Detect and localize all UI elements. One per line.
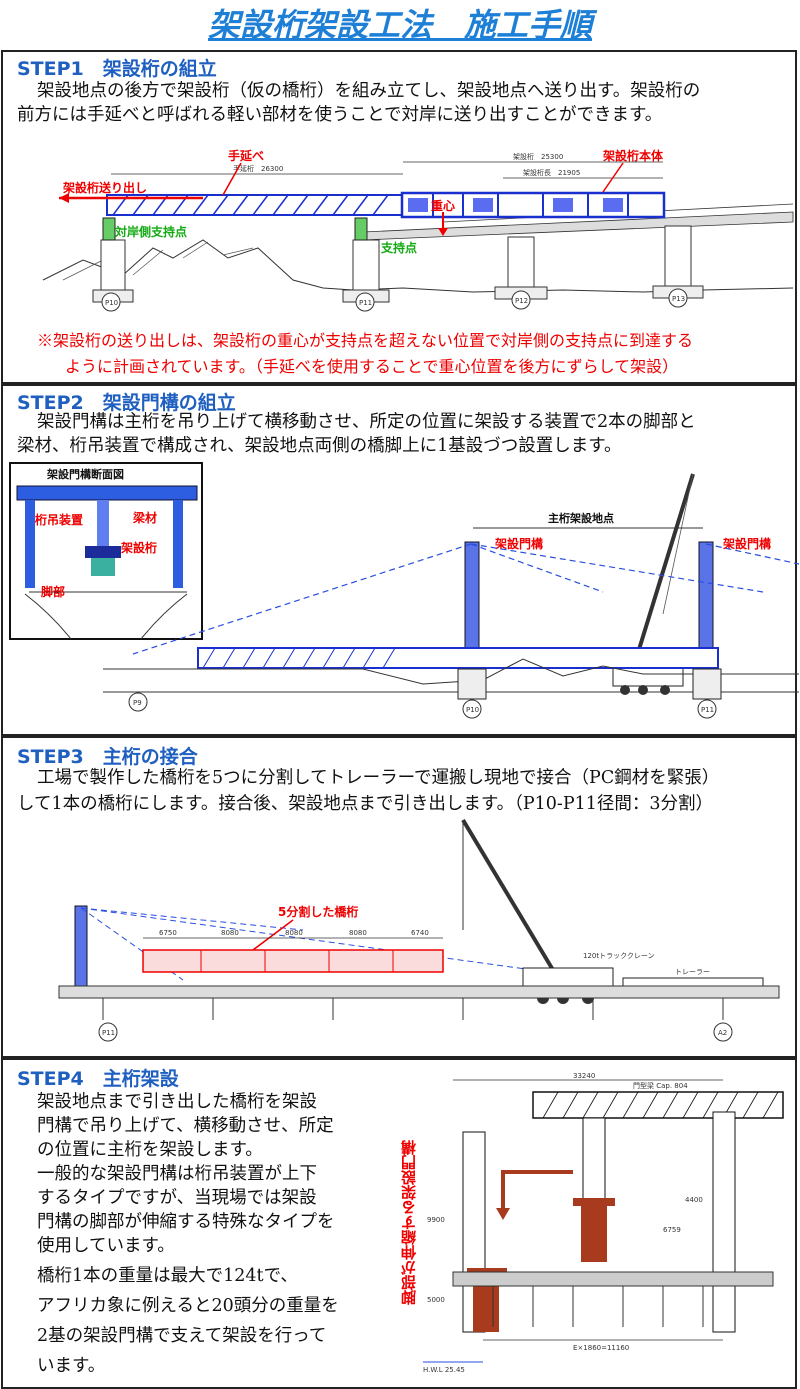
step4-text-10: 2基の架設門構で支えて架設を行って	[37, 1326, 327, 1346]
label-support: 支持点	[380, 240, 417, 255]
girder-step2	[197, 647, 719, 669]
pier-label-p11-s3: P11	[102, 1029, 115, 1037]
dim-lift: 4400	[685, 1196, 703, 1204]
terrain-line	[42, 239, 794, 293]
step3-heading: STEP3 主桁の接合	[17, 746, 198, 768]
step4-diagram: 33240 門型梁 Cap. 804 4400 6759 9900 5000 E…	[423, 1072, 784, 1374]
girder-brown-center	[581, 1202, 607, 1262]
dim-nose-text: 手延桁 26300	[233, 164, 283, 173]
step2-diagram: 主桁架設地点 架設門構 架設門構 P9 P10 P11	[103, 473, 800, 719]
inset-label-girder: 架設桁	[120, 540, 157, 555]
label-split-girder: 5分割した橋桁	[278, 904, 358, 919]
step1-section: STEP1 架設桁の組立 架設地点の後方で架設桁（仮の橋桁）を組み立てし、架設地…	[1, 50, 797, 384]
step4-text-2: 門構で吊り上げて、横移動させ、所定	[37, 1116, 334, 1136]
dim-sub-text: 架設桁長 21905	[523, 168, 580, 177]
step4-section: STEP4 主桁架設 架設地点まで引き出した橋桁を架設 門構で吊り上げて、横移動…	[1, 1058, 797, 1389]
label-hwl: H.W.L 25.45	[423, 1366, 465, 1374]
pier-p11	[352, 239, 380, 291]
pier-label-p12: P12	[515, 297, 528, 305]
inset-diagram: 架設門構断面図 梁材 桁吊装置 架設桁 脚部	[16, 467, 198, 640]
pier-p10	[100, 239, 126, 291]
nose-truss-diagonals	[112, 194, 389, 216]
step2-line2: 梁材、桁吊装置で構成され、架設地点両側の橋脚上に1基設づつ設置します。	[17, 436, 622, 456]
label-beam: 門型梁 Cap. 804	[633, 1081, 688, 1090]
step4-text-5: するタイプですが、当現場では架設	[37, 1188, 317, 1208]
label-launch: 架設桁送り出し	[62, 180, 147, 195]
step4-text-3: の位置に主桁を架設します。	[37, 1140, 263, 1160]
step4-heading: STEP4 主桁架設	[17, 1068, 179, 1090]
label-portal-right: 架設門構	[722, 536, 771, 551]
step3-line1: 工場で製作した橋桁を5つに分割してトレーラーで運搬し現地で接合（PC鋼材を緊張）	[37, 768, 720, 788]
portal-section-inset: 架設門構断面図 梁材 桁吊装置 架設桁 脚部	[9, 462, 203, 640]
seg-dim-2: 8080	[221, 929, 239, 937]
deck-step4	[452, 1271, 774, 1287]
dim-bottom: E×1860=11160	[573, 1344, 629, 1352]
label-cg: 重心	[431, 198, 455, 213]
step4-text-8: 橋桁1本の重量は最大で124tで、	[37, 1266, 298, 1286]
label-site: 主桁架設地点	[548, 511, 614, 525]
crane-boom	[631, 473, 695, 670]
step4-text-6: 門構の脚部が伸縮する特殊なタイプを	[37, 1212, 335, 1232]
pier-p12	[507, 236, 535, 288]
step4-text-4: 一般的な架設門構は桁吊装置が上下	[37, 1164, 317, 1184]
pier-label-p9: P9	[133, 699, 142, 707]
step4-text-9: アフリカ象に例えると20頭分の重量を	[37, 1296, 339, 1316]
label-main-girder: 架設桁本体	[602, 148, 664, 163]
pier-label-p13: P13	[672, 295, 685, 303]
pier-label-p11: P11	[359, 299, 372, 307]
dim-h2: 6759	[663, 1226, 681, 1234]
crane-boom-step3	[461, 818, 555, 972]
leg-right	[712, 1111, 736, 1333]
slope-lines	[62, 241, 254, 281]
inset-label-leg: 脚部	[41, 584, 65, 599]
step4-vertical-label: 脚部が伸縮する架設門構	[400, 1140, 418, 1305]
label-trailer: トレーラー	[675, 968, 710, 976]
step2-line1: 架設門構は主桁を吊り上げて横移動させ、所定の位置に架設する装置で2本の脚部と	[37, 412, 696, 432]
step1-diagram: 手延桁 26300 架設桁 25300 架設桁長 21905 手延べ 架設桁本体…	[42, 148, 794, 312]
step1-heading: STEP1 架設桁の組立	[17, 58, 217, 80]
label-nose: 手延べ	[228, 148, 264, 163]
dim-base: 5000	[427, 1296, 445, 1304]
label-crane: 120tトラッククレーン	[583, 952, 654, 960]
pier-label-p10-s2: P10	[466, 706, 479, 714]
pier-label-p10: P10	[105, 299, 118, 307]
step4-text-7: 使用しています。	[37, 1236, 175, 1256]
step3-line2: して1本の橋桁にします。接合後、架設地点まで引き出します。（P10-P11径間：…	[17, 794, 713, 814]
pier-p10-step2	[457, 668, 487, 700]
seg-dim-5: 6740	[411, 929, 429, 937]
inset-title: 架設門構断面図	[46, 467, 124, 481]
portal-step3	[74, 905, 88, 989]
step3-section: STEP3 主桁の接合 工場で製作した橋桁を5つに分割してトレーラーで運搬し現地…	[1, 736, 797, 1058]
step4-text-1: 架設地点まで引き出した橋桁を架設	[37, 1092, 317, 1112]
step2-section: STEP2 架設門構の組立 架設門構は主桁を吊り上げて横移動させ、所定の位置に架…	[1, 384, 800, 736]
seg-dim-1: 6750	[159, 929, 177, 937]
step2-heading: STEP2 架設門構の組立	[17, 392, 236, 414]
page-title: 架設桁架設工法 施工手順	[207, 6, 592, 44]
seg-dim-4: 8080	[349, 929, 367, 937]
step1-note-line1: ※架設桁の送り出しは、架設桁の重心が支持点を超えない位置で対岸側の支持点に到達す…	[37, 331, 694, 350]
dim-main-text: 架設桁 25300	[513, 152, 563, 161]
step3-diagram: 120tトラッククレーン トレーラー 5分割した橋桁 6750 8080 808…	[58, 818, 780, 1042]
inset-label-hanger: 桁吊装置	[35, 512, 83, 527]
label-far-support: 対岸側支持点	[114, 224, 187, 239]
pier-p13	[664, 225, 692, 287]
label-portal-left: 架設門構	[494, 536, 543, 551]
dim-height: 9900	[427, 1216, 445, 1224]
seg-dim-3: 8080	[285, 929, 303, 937]
inset-label-beam: 梁材	[132, 510, 157, 525]
move-arrow	[501, 1170, 573, 1212]
dim-top: 33240	[573, 1072, 595, 1080]
pier-p11-step2	[692, 668, 722, 700]
step4-text-11: います。	[37, 1356, 106, 1376]
deck-step3	[58, 985, 780, 999]
split-girder	[142, 949, 444, 973]
step1-note-line2: ように計画されています。（手延べを使用することで重心位置を後方にずらして架設）	[65, 357, 679, 376]
portal-beam	[532, 1091, 784, 1119]
step1-line2: 前方には手延べと呼ばれる軽い部材を使うことで対岸に送り出すことができます。	[17, 105, 663, 125]
step1-line1: 架設地点の後方で架設桁（仮の橋桁）を組み立てし、架設地点へ送り出す。架設桁の	[37, 81, 701, 101]
pier-label-a2: A2	[718, 1029, 727, 1037]
pier-label-p11-s2: P11	[701, 706, 714, 714]
